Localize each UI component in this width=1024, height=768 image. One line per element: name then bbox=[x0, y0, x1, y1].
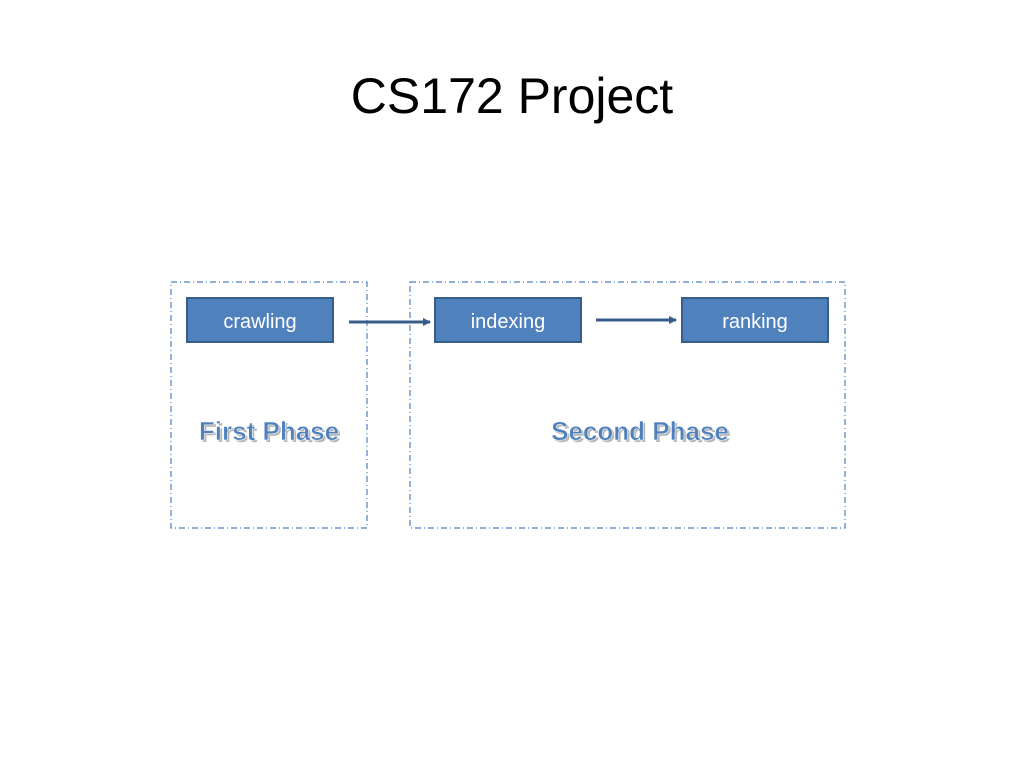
first-phase-label-shadow: First Phase bbox=[201, 418, 341, 448]
slide-title: CS172 Project bbox=[350, 68, 674, 124]
second-phase-label-shadow: Second Phase bbox=[553, 418, 731, 448]
second-phase-label: Second Phase bbox=[551, 416, 729, 446]
crawling-step: crawling bbox=[186, 297, 334, 343]
indexing-step: indexing bbox=[434, 297, 582, 343]
first-phase-label: First Phase bbox=[199, 416, 339, 446]
second-phase-container bbox=[409, 281, 846, 529]
ranking-step-label: ranking bbox=[722, 311, 788, 333]
indexing-step-label: indexing bbox=[471, 311, 546, 333]
crawling-step-label: crawling bbox=[223, 311, 296, 333]
ranking-step: ranking bbox=[681, 297, 829, 343]
